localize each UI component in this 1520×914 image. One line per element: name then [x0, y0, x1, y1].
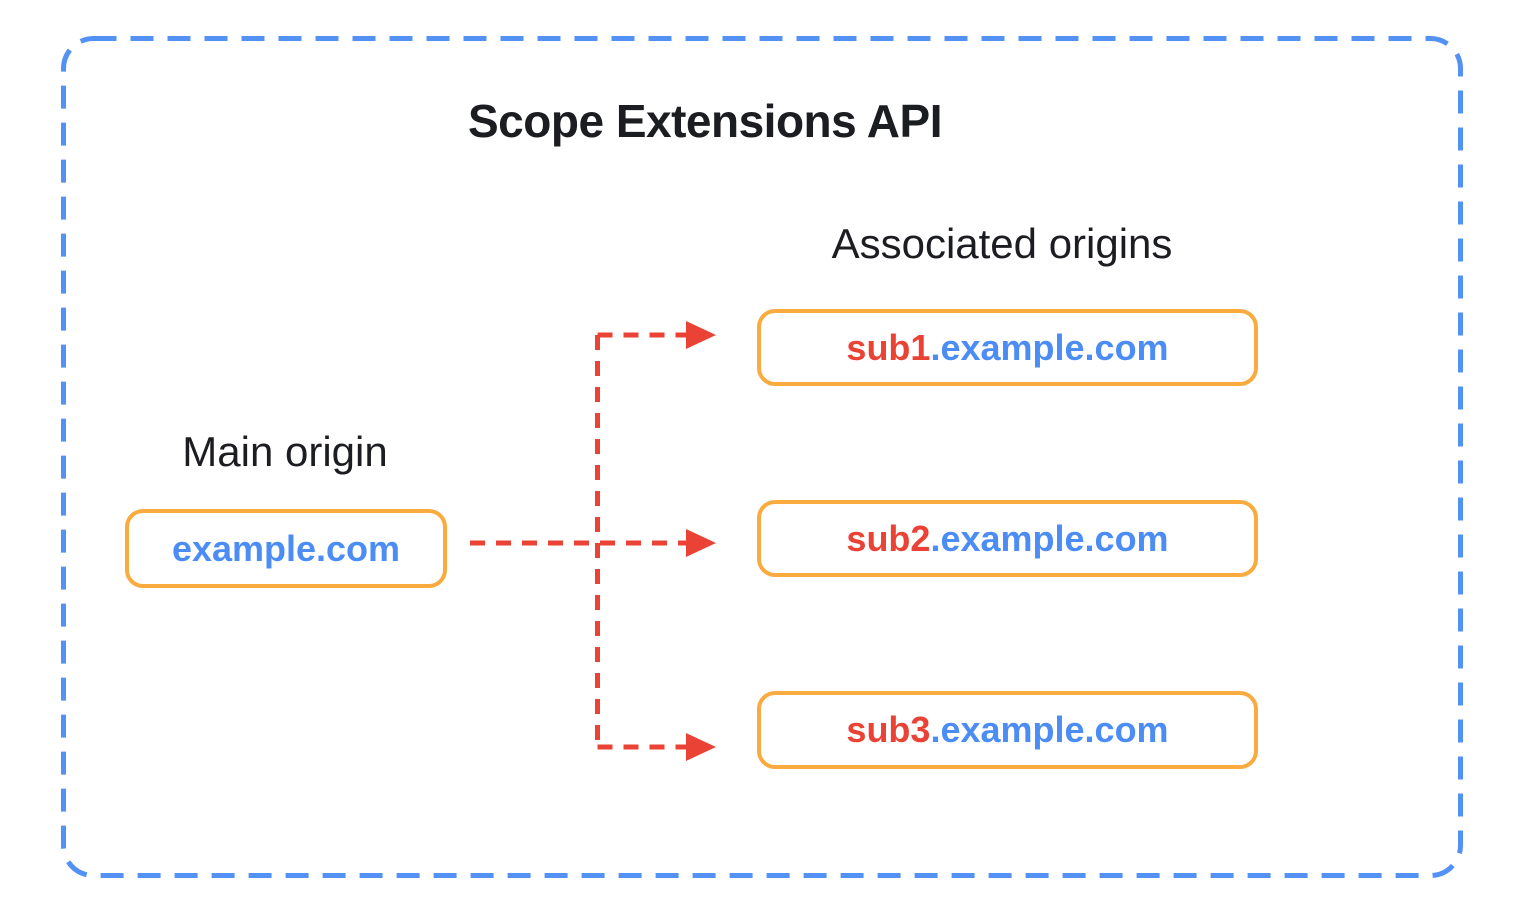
sub1-subdomain-text: sub1 — [846, 326, 931, 368]
sub2-subdomain-text: sub2 — [846, 517, 931, 559]
associated-origin-box-sub3: sub3.example.com — [757, 691, 1258, 769]
associated-origin-box-sub2: sub2.example.com — [757, 500, 1258, 577]
associated-origin-box-sub1: sub1.example.com — [757, 309, 1258, 386]
sub1-suffix-text: .example.com — [930, 326, 1169, 368]
main-origin-domain: example.com — [171, 527, 401, 569]
sub2-suffix-text: .example.com — [930, 517, 1169, 559]
sub3-suffix-text: .example.com — [930, 709, 1169, 750]
arrowhead-sub1-icon — [686, 321, 716, 349]
main-origin-label: Main origin — [182, 428, 388, 475]
main-origin-box: example.com — [125, 509, 447, 588]
arrowhead-sub2-icon — [686, 529, 716, 557]
diagram-title: Scope Extensions API — [468, 95, 943, 147]
sub3-subdomain-text: sub3 — [846, 709, 931, 750]
associated-origins-label: Associated origins — [831, 220, 1173, 267]
arrowhead-sub3-icon — [686, 733, 716, 761]
